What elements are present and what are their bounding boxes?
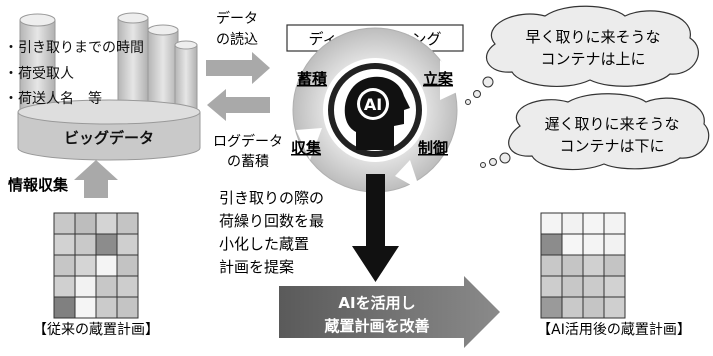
storage-cell (603, 233, 626, 256)
database-cylinders (17, 12, 201, 161)
storage-cell (53, 233, 76, 256)
proposal-text: 引き取りの際の 荷繰り回数を最 小化した蔵置 計画を提案 (219, 189, 324, 276)
storage-cell (53, 212, 76, 235)
after-caption: 【AI活用後の蔵置計画】 (537, 322, 691, 338)
info-collect-label: 情報収集 (8, 176, 69, 194)
ai-center-label: AI (364, 95, 382, 114)
storage-cell (603, 212, 626, 235)
storage-cell (74, 275, 97, 298)
storage-cell (540, 296, 563, 319)
storage-cell (116, 233, 139, 256)
storage-cell (540, 254, 563, 277)
storage-cell (74, 254, 97, 277)
storage-cell (95, 212, 118, 235)
log-accumulate-label-line1: ログデータ (213, 133, 283, 150)
proposal-line: 荷繰り回数を最 (219, 212, 324, 230)
storage-cell (582, 212, 605, 235)
left-arrow-icon (207, 89, 270, 121)
big-right-arrow-icon (279, 276, 500, 348)
storage-cell (95, 254, 118, 277)
storage-cell (582, 296, 605, 319)
cycle-label-control: 制御 (418, 139, 448, 157)
log-accumulate-flow: ログデータ の蓄積 (207, 89, 283, 170)
thought-early-line1: 早く取りに来そうな (525, 28, 660, 46)
storage-cell (603, 296, 626, 319)
improve-arrow: AIを活用し 蔵置計画を改善 (279, 276, 500, 348)
storage-cell (116, 296, 139, 319)
thought-late-line2: コンテナは下に (559, 137, 664, 155)
storage-cell (540, 233, 563, 256)
storage-cell (53, 254, 76, 277)
storage-cell (603, 254, 626, 277)
up-arrow-icon (74, 160, 118, 198)
proposal-line: 引き取りの際の (219, 189, 324, 207)
big-data-database: ・引き取りまでの時間 ・荷受取人 ・荷送人名 等 ビッグデータ (4, 12, 201, 161)
info-collect-flow: 情報収集 (8, 160, 118, 198)
cycle-label-accumulate: 蓄積 (297, 70, 328, 88)
big-data-item: ・引き取りまでの時間 (4, 40, 144, 56)
storage-cell (74, 296, 97, 319)
thought-early-line2: コンテナは上に (540, 50, 645, 68)
storage-cell (53, 275, 76, 298)
storage-cell (95, 233, 118, 256)
before-caption: 【従来の蔵置計画】 (33, 322, 159, 338)
deep-learning-cycle: ディープラーニング AI 蓄積 立案 制御 収集 (286, 24, 470, 193)
thought-late-line1: 遅く取りに来そうな (544, 115, 679, 133)
data-load-label-line2: の読込 (216, 31, 258, 48)
data-load-flow: データ の読込 (206, 10, 270, 84)
storage-cell (116, 275, 139, 298)
storage-grid-after (540, 212, 626, 319)
storage-cell (561, 254, 584, 277)
cycle-label-plan: 立案 (423, 70, 454, 88)
storage-cell (74, 212, 97, 235)
storage-grid-before (53, 212, 139, 319)
improve-arrow-line1: AIを活用し (338, 294, 415, 312)
storage-cell (116, 212, 139, 235)
proposal-line: 小化した蔵置 (219, 235, 309, 253)
proposal-line: 計画を提案 (219, 258, 294, 276)
big-data-item: ・荷送人名 等 (4, 90, 102, 107)
cycle-arrowhead-icon (395, 160, 420, 190)
storage-cell (116, 254, 139, 277)
cycle-arrowhead-icon (296, 128, 322, 160)
storage-cell (603, 275, 626, 298)
cycle-label-collect: 収集 (291, 139, 322, 157)
storage-cell (561, 296, 584, 319)
thought-cloud-late: 遅く取りに来そうな コンテナは下に (480, 93, 710, 171)
storage-cell (561, 212, 584, 235)
thought-cloud-early: 早く取りに来そうな コンテナは上に (465, 5, 699, 105)
down-arrow-icon (352, 174, 399, 282)
cycle-arrowhead-icon (440, 60, 470, 100)
storage-cell (74, 233, 97, 256)
data-load-label-line1: データ (216, 10, 258, 27)
improve-arrow-line2: 蔵置計画を改善 (324, 317, 429, 335)
storage-cell (53, 296, 76, 319)
storage-cell (582, 254, 605, 277)
storage-cell (582, 233, 605, 256)
storage-cell (95, 275, 118, 298)
storage-cell (540, 275, 563, 298)
storage-cell (561, 275, 584, 298)
log-accumulate-label-line2: の蓄積 (227, 154, 269, 170)
storage-cell (540, 212, 563, 235)
big-data-item: ・荷受取人 (4, 66, 74, 82)
right-arrow-icon (206, 52, 270, 84)
big-data-label: ビッグデータ (64, 129, 154, 147)
storage-cell (95, 296, 118, 319)
storage-cell (561, 233, 584, 256)
storage-cell (582, 275, 605, 298)
